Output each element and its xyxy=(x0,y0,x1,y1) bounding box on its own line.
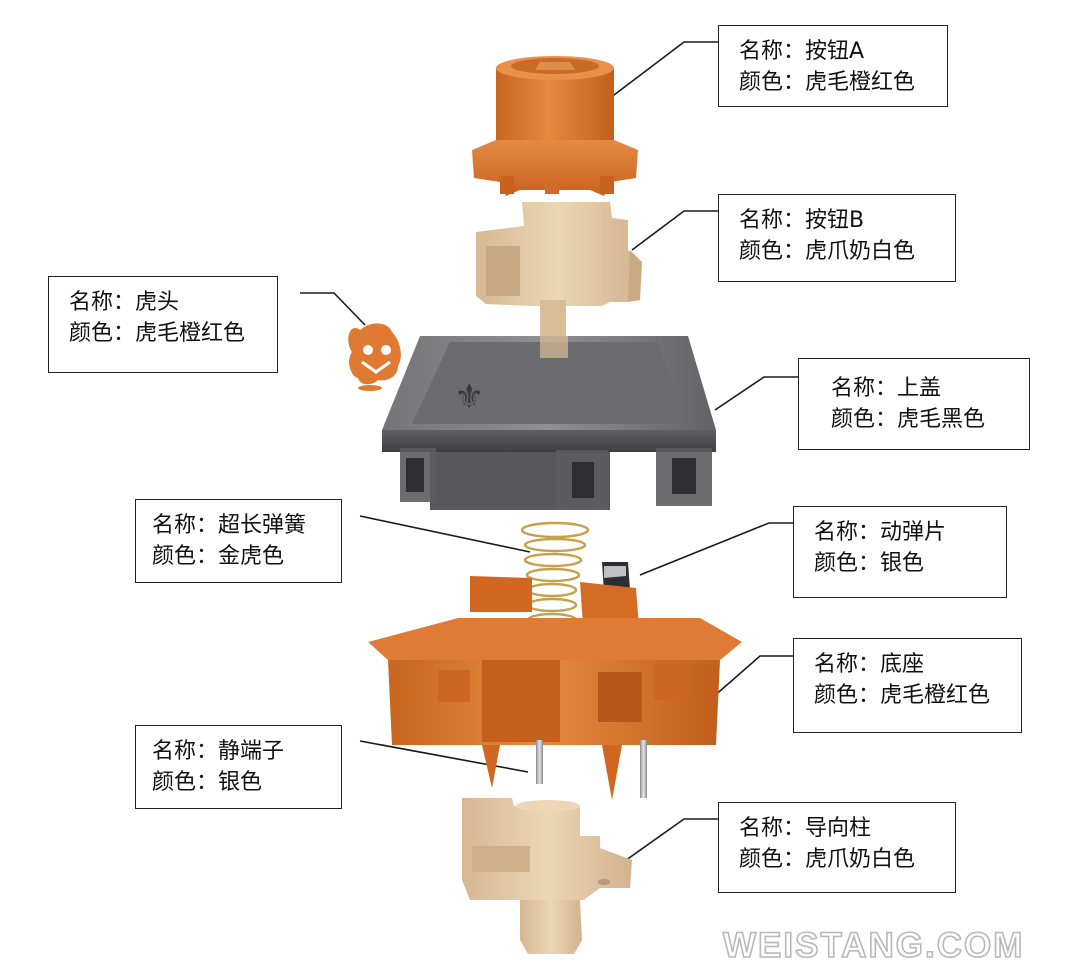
guide-post-part xyxy=(462,798,632,954)
label-top-cover: 名称：上盖 颜色：虎毛黑色 xyxy=(798,358,1030,450)
label-base-name: 名称：底座 xyxy=(814,652,925,677)
label-guide-post-name: 名称：导向柱 xyxy=(739,816,872,841)
label-spring: 名称：超长弹簧 颜色：金虎色 xyxy=(135,499,342,583)
label-tiger-head-color: 颜色：虎毛橙红色 xyxy=(69,321,246,346)
label-button-a-name: 名称：按钮A xyxy=(739,39,865,64)
label-spring-name: 名称：超长弹簧 xyxy=(152,513,307,538)
label-leaf-color: 颜色：银色 xyxy=(814,551,925,576)
label-tiger-head: 名称：虎头 颜色：虎毛橙红色 xyxy=(48,276,278,373)
leader-guide-post xyxy=(621,818,718,864)
leader-leaf xyxy=(639,522,793,576)
base-part xyxy=(368,576,742,800)
leader-button-a xyxy=(609,41,718,99)
leader-button-b xyxy=(631,210,718,251)
leader-spring xyxy=(359,515,531,553)
leader-terminal xyxy=(359,740,529,773)
label-top-cover-color: 颜色：虎毛黑色 xyxy=(831,407,986,432)
tiger-head-part xyxy=(348,323,401,391)
label-terminal-color: 颜色：银色 xyxy=(152,770,263,795)
label-button-a: 名称：按钮A 颜色：虎毛橙红色 xyxy=(718,25,948,107)
button-a-part xyxy=(472,56,638,196)
label-button-b-name: 名称：按钮B xyxy=(739,208,865,233)
label-leaf: 名称：动弹片 颜色：银色 xyxy=(793,506,1007,598)
label-button-a-color: 颜色：虎毛橙红色 xyxy=(739,70,916,95)
label-button-b-color: 颜色：虎爪奶白色 xyxy=(739,239,916,264)
label-guide-post-color: 颜色：虎爪奶白色 xyxy=(739,847,916,872)
label-terminal: 名称：静端子 颜色：银色 xyxy=(135,725,342,809)
label-terminal-name: 名称：静端子 xyxy=(152,739,285,764)
leader-base xyxy=(711,655,793,699)
label-tiger-head-name: 名称：虎头 xyxy=(69,290,180,315)
label-spring-color: 颜色：金虎色 xyxy=(152,544,285,569)
leader-lines xyxy=(300,41,798,864)
cover-emblem-icon: ⚜ xyxy=(454,377,484,417)
label-base: 名称：底座 颜色：虎毛橙红色 xyxy=(793,638,1022,733)
label-leaf-name: 名称：动弹片 xyxy=(814,520,947,545)
label-guide-post: 名称：导向柱 颜色：虎爪奶白色 xyxy=(718,802,956,893)
button-b-part xyxy=(476,202,642,356)
label-button-b: 名称：按钮B 颜色：虎爪奶白色 xyxy=(718,194,956,282)
leader-top-cover xyxy=(714,376,798,411)
leaf-part xyxy=(602,562,630,592)
top-cover-part: ⚜ xyxy=(382,336,716,510)
leader-tiger-head xyxy=(300,292,366,326)
brand-watermark: WEISTANG.COM xyxy=(722,925,1025,966)
label-top-cover-name: 名称：上盖 xyxy=(831,376,942,401)
label-base-color: 颜色：虎毛橙红色 xyxy=(814,683,991,708)
